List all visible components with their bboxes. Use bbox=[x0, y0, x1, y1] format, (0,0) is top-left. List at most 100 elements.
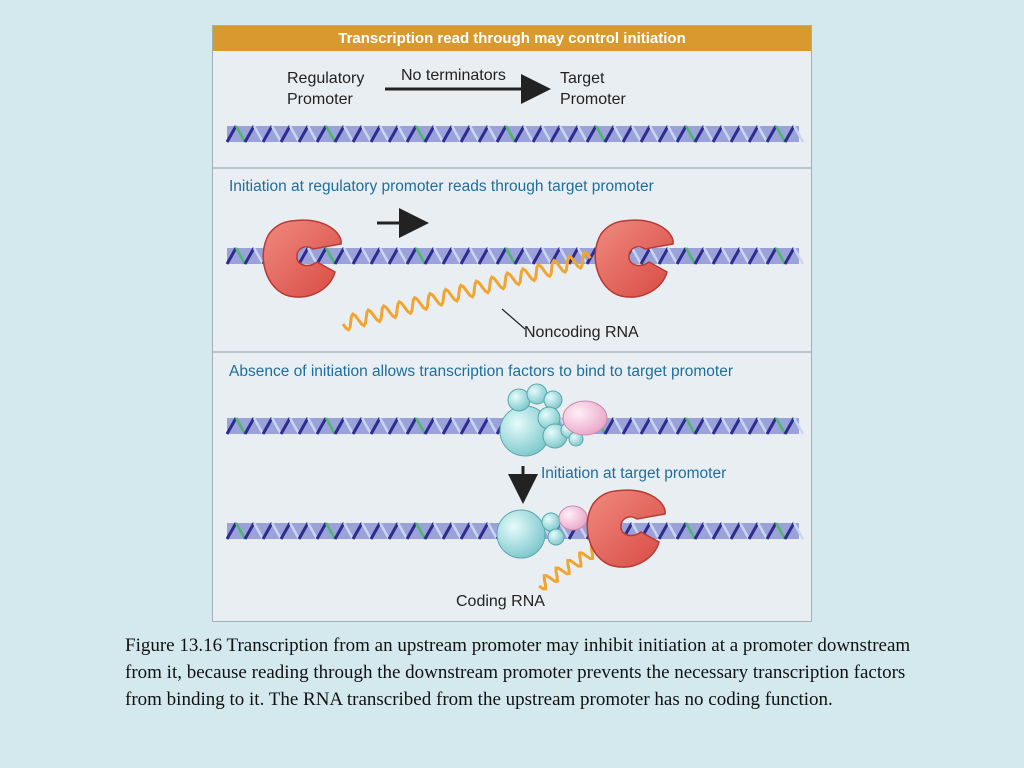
dna-strand-segment bbox=[630, 125, 643, 143]
dna-strand-segment bbox=[774, 125, 787, 143]
dna-strand-segment bbox=[468, 247, 481, 265]
dna-strand-segment bbox=[468, 417, 481, 435]
dna-strand-segment bbox=[225, 522, 238, 540]
dna-strand-segment bbox=[333, 417, 346, 435]
dna-strand-segment bbox=[648, 522, 661, 540]
no-terminators-label: No terminators bbox=[401, 67, 506, 84]
dna-strand-segment bbox=[261, 522, 274, 540]
dna-strand-segment bbox=[252, 417, 265, 435]
dna-strand-segment bbox=[522, 125, 535, 143]
dna-strand-segment bbox=[459, 247, 472, 265]
dna-strand-segment bbox=[693, 417, 706, 435]
dna-strand-segment bbox=[531, 247, 544, 265]
dna-strand-segment bbox=[747, 125, 760, 143]
dna-strand-segment bbox=[324, 417, 337, 435]
dna-strand-segment bbox=[729, 522, 742, 540]
dna-strand-segment bbox=[486, 417, 499, 435]
dna-strand-segment bbox=[711, 522, 724, 540]
dna-strand-segment bbox=[684, 247, 697, 265]
dna-strand-segment bbox=[720, 417, 733, 435]
dna-strand-segment bbox=[432, 417, 445, 435]
dna-strand-segment bbox=[594, 125, 607, 143]
dna-strand-segment bbox=[477, 125, 490, 143]
dna-strand-segment bbox=[252, 247, 265, 265]
noncoding-rna-strand bbox=[341, 250, 592, 332]
dna-strand-segment bbox=[774, 522, 787, 540]
dna-strand-segment bbox=[783, 522, 796, 540]
dna-strand-segment bbox=[306, 417, 319, 435]
dna-strand-segment bbox=[783, 125, 796, 143]
dna-strand-segment bbox=[540, 125, 553, 143]
dna-strand-segment bbox=[522, 247, 535, 265]
dna-strand-segment bbox=[648, 125, 661, 143]
rna-polymerase-target bbox=[586, 489, 666, 568]
dna-strand-segment bbox=[738, 417, 751, 435]
diagram-graphics bbox=[225, 74, 805, 591]
dna-strand-segment bbox=[441, 522, 454, 540]
dna-strand-segment bbox=[576, 125, 589, 143]
dna-strand-segment bbox=[477, 522, 490, 540]
dna-strand-segment bbox=[567, 247, 580, 265]
dna-strand-segment bbox=[666, 247, 679, 265]
dna-strand-segment bbox=[432, 125, 445, 143]
dna-strand-segment bbox=[639, 417, 652, 435]
dna-strand-segment bbox=[279, 522, 292, 540]
dna-strand-segment bbox=[495, 125, 508, 143]
dna-strand-segment bbox=[765, 522, 778, 540]
dna-strand-segment bbox=[675, 417, 688, 435]
dna-strand-segment bbox=[387, 247, 400, 265]
dna-strand-segment bbox=[378, 247, 391, 265]
dna-strand-segment bbox=[243, 125, 256, 143]
rna-polymerase-left bbox=[262, 219, 342, 298]
dna-strand-segment bbox=[261, 125, 274, 143]
dna-strand-segment bbox=[225, 247, 238, 265]
dna-strand-segment bbox=[684, 522, 697, 540]
dna-strand-segment bbox=[558, 522, 571, 540]
dna-strand-segment bbox=[333, 247, 346, 265]
dna-strand-segment bbox=[702, 522, 715, 540]
dna-strand-segment bbox=[468, 522, 481, 540]
dna-strand-segment bbox=[306, 125, 319, 143]
figure-caption: Figure 13.16 Transcription from an upstr… bbox=[125, 635, 911, 710]
dna-strand-segment bbox=[333, 125, 346, 143]
dna-strand-segment bbox=[612, 125, 625, 143]
dna-strand-segment bbox=[360, 522, 373, 540]
dna-strand-segment bbox=[567, 125, 580, 143]
dna-strand-segment bbox=[639, 125, 652, 143]
dna-strand-segment bbox=[432, 522, 445, 540]
dna-strand-segment bbox=[684, 417, 697, 435]
dna-strand-segment bbox=[387, 417, 400, 435]
dna-strand-segment bbox=[315, 125, 328, 143]
dna-strand-segment bbox=[450, 417, 463, 435]
noncoding-rna-label: Noncoding RNA bbox=[524, 324, 639, 341]
dna-strand-segment bbox=[756, 125, 769, 143]
dna-strand-segment bbox=[423, 247, 436, 265]
dna-strand-segment bbox=[657, 417, 670, 435]
dna-strand-segment bbox=[486, 125, 499, 143]
dna-strand-segment bbox=[351, 125, 364, 143]
dna-strand-segment bbox=[729, 125, 742, 143]
dna-strand-segment bbox=[666, 125, 679, 143]
dna-strand-segment bbox=[432, 247, 445, 265]
dna-strand-segment bbox=[738, 247, 751, 265]
dna-strand-segment bbox=[495, 247, 508, 265]
dna-strand-segment bbox=[360, 247, 373, 265]
dna-strand-segment bbox=[378, 522, 391, 540]
dna-strand-segment bbox=[666, 522, 679, 540]
dna-strand-segment bbox=[306, 247, 319, 265]
dna-strand-segment bbox=[315, 247, 328, 265]
dna-strand-segment bbox=[783, 247, 796, 265]
dna-strand-segment bbox=[711, 247, 724, 265]
dna-strand-segment bbox=[459, 522, 472, 540]
initiation-target-label: Initiation at target promoter bbox=[541, 465, 727, 482]
dna-strand-segment bbox=[792, 522, 805, 540]
dna-strand-segment bbox=[342, 247, 355, 265]
figure-panel: Transcription read through may control i… bbox=[212, 25, 812, 622]
dna-strand-segment bbox=[792, 125, 805, 143]
dna-strand-segment bbox=[756, 522, 769, 540]
dna-strand-segment bbox=[423, 417, 436, 435]
dna-strand-segment bbox=[234, 522, 247, 540]
dna-strand-segment bbox=[369, 125, 382, 143]
dna-strand-segment bbox=[558, 125, 571, 143]
dna-strand-segment bbox=[450, 125, 463, 143]
